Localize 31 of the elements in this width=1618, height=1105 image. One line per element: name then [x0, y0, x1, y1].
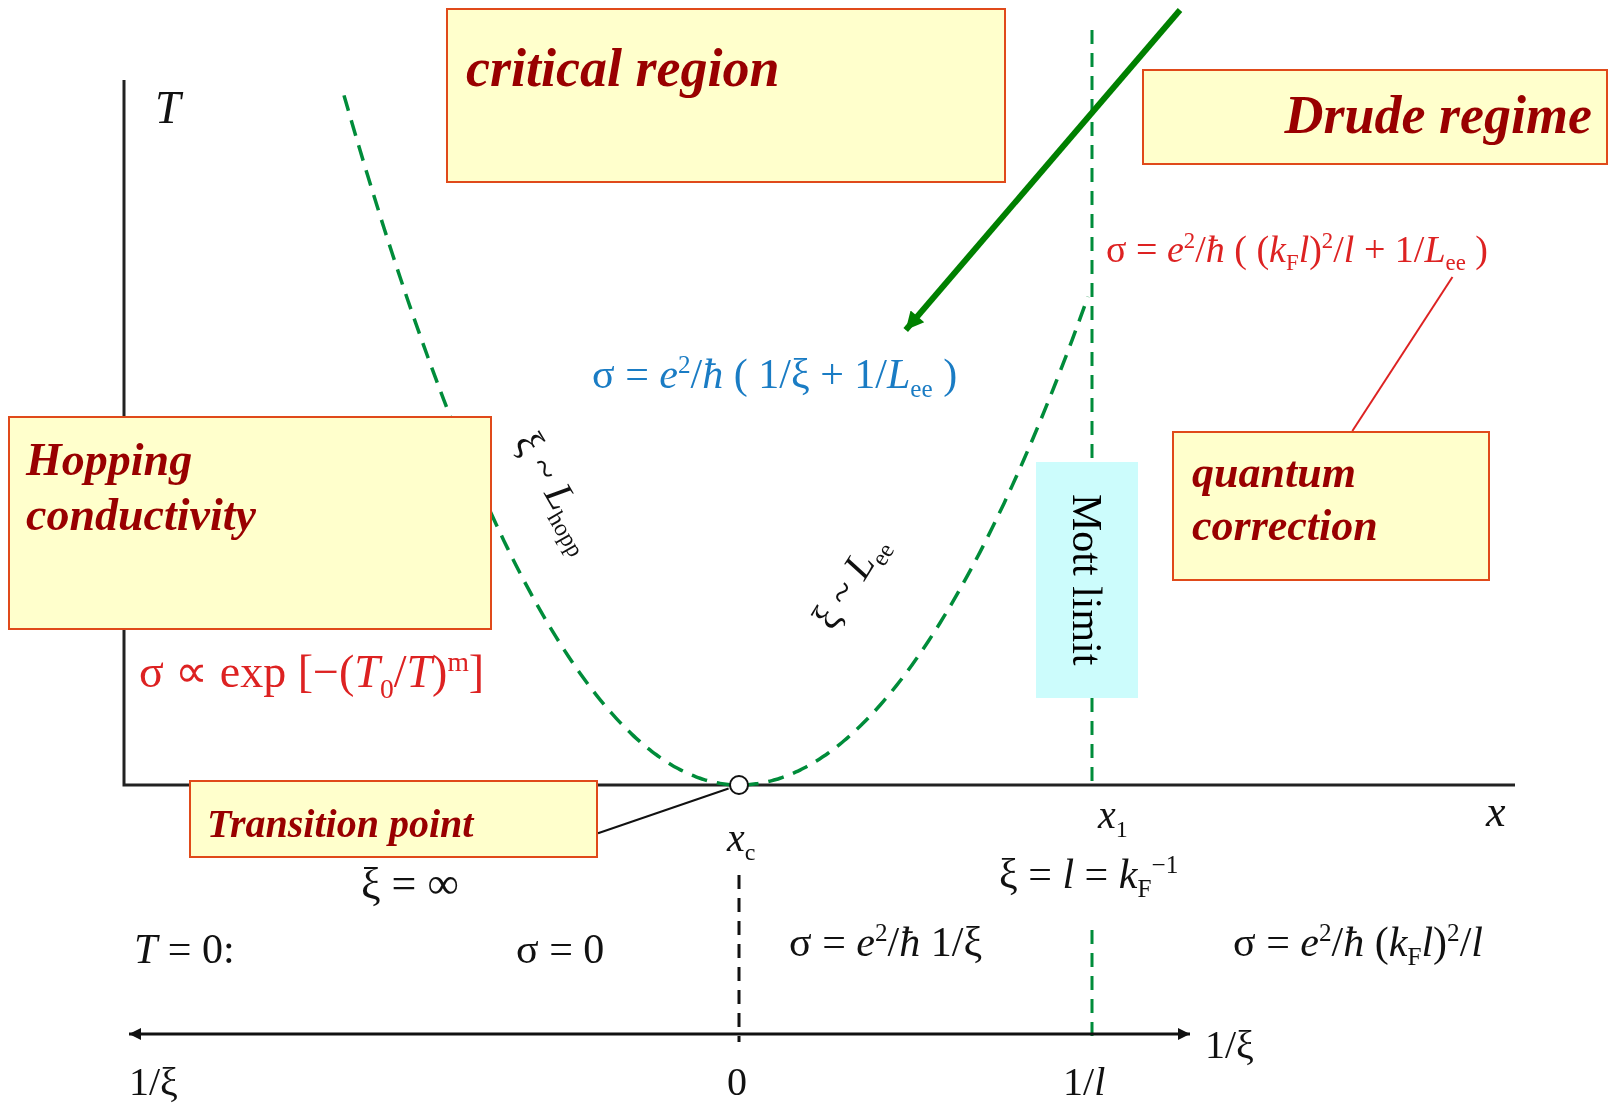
- leader-line: [597, 787, 730, 835]
- callout-box: [8, 416, 492, 630]
- vertical-label: Mott limit: [1063, 494, 1111, 666]
- formula: σ = 0: [516, 928, 605, 970]
- callout-title: critical region: [466, 37, 781, 100]
- leader-line: [1351, 276, 1454, 432]
- formula: σ = e$^{2}$/ħ ( (k$_{F}$l)$^{2}$/l + 1/L$_{ee}$ ): [1100, 205, 1612, 277]
- callout-box: [446, 8, 1006, 183]
- axis-label: 1/ξ: [1205, 1025, 1254, 1065]
- formula: σ ∝ exp [−(T$_{0}$/T)$^{m}$]: [139, 648, 485, 703]
- callout-box: [189, 780, 598, 858]
- callout-title: Drude regime: [1283, 84, 1592, 147]
- transition-point-marker: [729, 775, 749, 795]
- callout-box: [1142, 69, 1608, 165]
- axis-tick-label: 1/l: [1063, 1062, 1106, 1102]
- axis-label: x: [1486, 790, 1506, 834]
- formula: σ = e$^{2}$/ħ 1/ξ: [789, 920, 983, 963]
- callout-title: Hopping conductivity: [26, 433, 257, 543]
- limit-band: [1036, 462, 1138, 698]
- arrow: [903, 8, 1183, 332]
- axis-tick-label: x$_{c}$: [727, 818, 756, 864]
- callout-title: Transition point: [207, 800, 476, 848]
- axis-tick-label: 1/ξ: [129, 1062, 178, 1102]
- callout-box: [1172, 431, 1490, 581]
- formula: σ = e$^{2}$/ħ ( 1/ξ + 1/L$_{ee}$ ): [586, 330, 968, 400]
- axis-tick-label: x$_{1}$: [1098, 795, 1128, 841]
- formula: σ = e$^{2}$/ħ (k$_{F}$l)$^{2}$/l: [1233, 920, 1484, 970]
- formula: T = 0:: [134, 928, 235, 970]
- formula: ξ = ∞: [361, 862, 459, 906]
- axis-tick-label: 0: [727, 1062, 747, 1102]
- callout-title: quantum correction: [1192, 447, 1379, 552]
